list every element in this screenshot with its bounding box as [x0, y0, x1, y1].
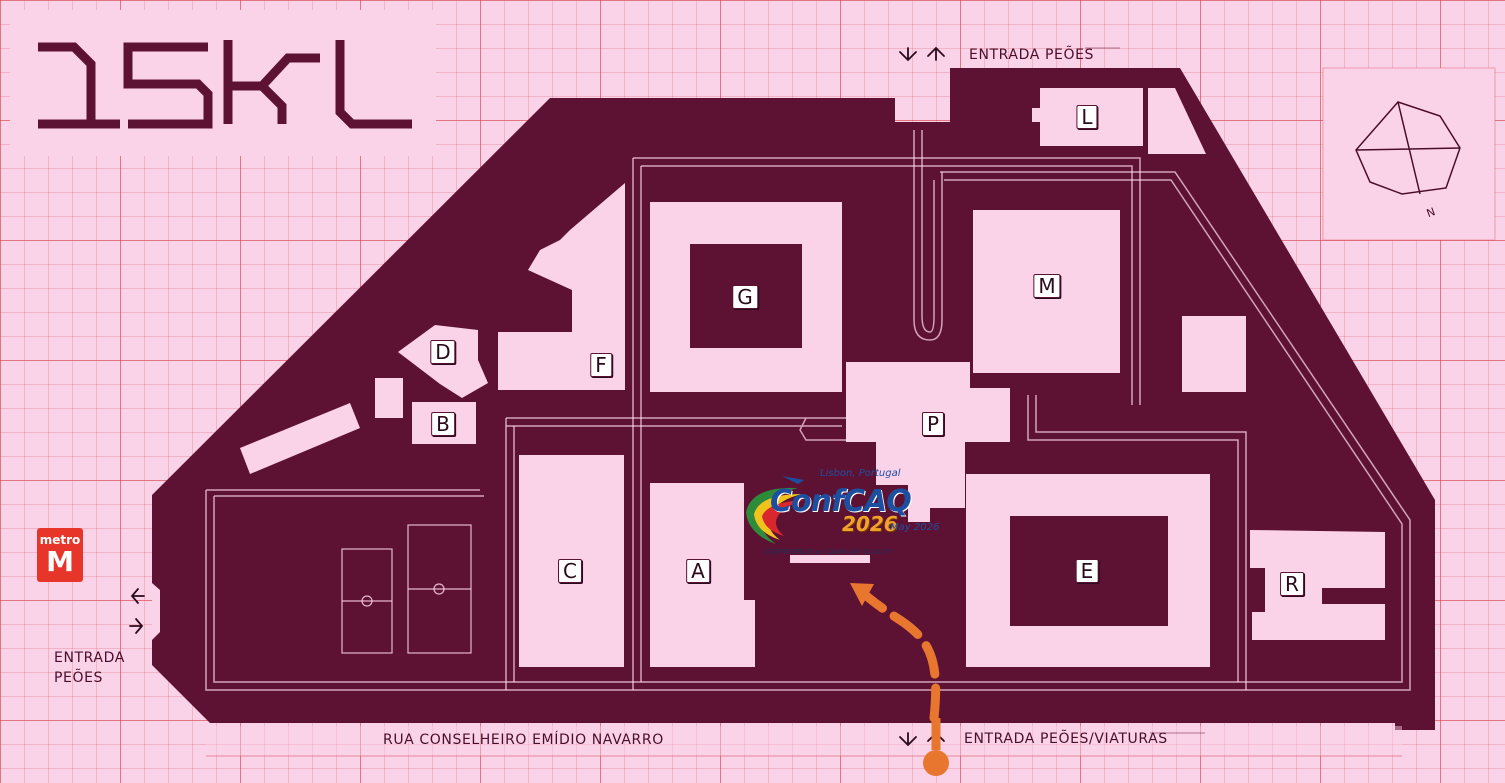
building-R	[1250, 530, 1385, 640]
logo-panel	[10, 10, 436, 156]
compass-icon	[1355, 101, 1461, 195]
walking-route	[850, 583, 949, 776]
up-arrow-icon	[927, 46, 945, 61]
conference-marker	[790, 555, 870, 563]
compass-panel	[1322, 67, 1496, 241]
internal-roads	[205, 130, 1411, 691]
left-arrow-icon	[130, 588, 145, 604]
building-label-P: P	[921, 412, 945, 436]
entrance-top-label: ENTRADA PEÕES	[969, 47, 1095, 63]
entrance-left-label-1: ENTRADA	[54, 650, 125, 666]
conference-logo: Lisbon, Portugal ConfCAQ 2026 May 2026 C…	[742, 468, 952, 568]
building-label-G: G	[732, 285, 758, 309]
conference-tagline: CONFERENCE on CABIN AIR QUALITY	[764, 548, 893, 556]
annex-small	[375, 378, 403, 418]
building-P	[846, 362, 1010, 522]
conference-place: Lisbon, Portugal	[820, 468, 901, 479]
campus-ground	[152, 68, 1435, 730]
isel-logo	[38, 40, 412, 129]
annex-triangle	[1148, 88, 1206, 154]
right-arrow-icon	[129, 618, 144, 634]
street-name: RUA CONSELHEIRO EMÍDIO NAVARRO	[383, 732, 664, 748]
building-E	[966, 474, 1210, 667]
conference-month: May 2026	[890, 522, 940, 533]
annex-square	[1182, 316, 1246, 392]
conference-year: 2026	[842, 512, 898, 536]
left-entrance-gate	[152, 583, 160, 640]
start-point	[923, 750, 949, 776]
building-label-C: C	[558, 559, 582, 583]
metro-word: metro	[39, 533, 81, 547]
metro-icon: metro M	[37, 528, 83, 582]
building-F	[498, 183, 625, 390]
metro-letter: M	[46, 545, 74, 578]
conference-name: ConfCAQ	[770, 484, 912, 519]
conference-swoosh	[746, 476, 804, 544]
building-label-R: R	[1280, 572, 1304, 596]
sports-courts	[341, 524, 472, 654]
entrance-bottom-label: ENTRADA PEÕES/VIATURAS	[964, 731, 1168, 747]
building-label-A: A	[686, 559, 710, 583]
building-label-F: F	[590, 353, 612, 377]
building-label-B: B	[431, 412, 455, 436]
building-G	[650, 202, 842, 392]
building-label-E: E	[1075, 559, 1099, 583]
building-label-L: L	[1076, 105, 1098, 129]
annex-long	[240, 403, 360, 474]
down-arrow-icon	[899, 732, 917, 747]
buildings	[240, 88, 1385, 667]
building-label-M: M	[1033, 274, 1061, 298]
down-arrow-icon	[899, 47, 917, 62]
street-band	[206, 726, 1402, 756]
building-label-D: D	[430, 340, 456, 364]
entrance-left-label-2: PEÕES	[54, 670, 104, 686]
